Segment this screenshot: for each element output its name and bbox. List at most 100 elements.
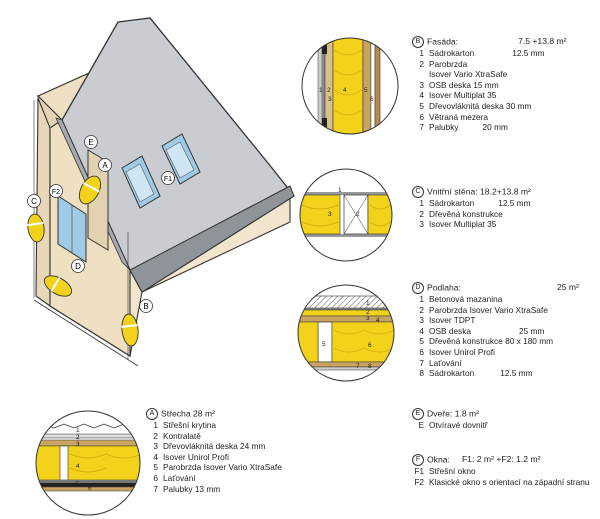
section-item-number: 6 xyxy=(153,472,158,483)
svg-text:B: B xyxy=(143,302,148,311)
section-title: Podlaha: xyxy=(427,282,461,293)
section-item-text: Isover Vario XtraSafe xyxy=(429,69,508,80)
svg-text:8: 8 xyxy=(368,363,372,370)
house-label-f2: F2 xyxy=(49,184,63,198)
svg-text:F1: F1 xyxy=(164,176,172,183)
svg-text:3: 3 xyxy=(366,315,370,322)
house-label-e: E xyxy=(84,135,98,149)
svg-text:3: 3 xyxy=(328,211,332,218)
section-item: 1 Betonová mazanina xyxy=(412,294,579,305)
section-item-number: 6 xyxy=(419,346,424,357)
section-title: Okna: xyxy=(427,454,450,465)
section-item-number: 1 xyxy=(419,198,424,208)
section-item-text: Parobrzda Isover Vario XtraSafe xyxy=(429,304,548,315)
svg-text:4: 4 xyxy=(376,317,380,324)
svg-text:7: 7 xyxy=(356,363,360,370)
svg-text:2: 2 xyxy=(76,434,80,441)
section-item-value: 20 mm xyxy=(482,122,508,133)
svg-text:3: 3 xyxy=(76,441,80,448)
section-item-text: Parobrzda xyxy=(429,58,468,69)
house-label-b: B xyxy=(139,299,153,313)
section-item: 6 Laťování xyxy=(146,473,282,484)
svg-text:6: 6 xyxy=(88,485,92,492)
detail-inner-wall: 1 2 3 xyxy=(299,168,393,262)
house-section-marks xyxy=(27,175,139,347)
house-label-c: C xyxy=(27,194,41,208)
section-item-text: Dřevěná konstrukce 80 x 180 mm xyxy=(429,336,554,347)
svg-text:C: C xyxy=(31,197,37,206)
section-item-number: 3 xyxy=(419,315,424,326)
svg-text:5: 5 xyxy=(322,341,326,348)
section-badge: A xyxy=(146,408,158,420)
section-title: Fasáda: xyxy=(427,36,459,47)
section-item-value: 25 mm xyxy=(518,325,545,336)
section-item-number: 5 xyxy=(419,100,424,111)
section-item-text: Větraná mezera xyxy=(429,111,489,122)
section-item-text: Palubky xyxy=(429,122,459,133)
section-item-text: Isover Multiplat 35 xyxy=(429,219,497,230)
section-area: 7.5 +13.8 m² xyxy=(518,36,567,47)
section-badge: D xyxy=(412,282,424,294)
section-item-number: 8 xyxy=(419,368,424,379)
section-badge: E xyxy=(412,408,424,420)
section-item: Isover Vario XtraSafe xyxy=(412,69,567,80)
section-title: Vnitřní stěna: 18.2+13.8 m² xyxy=(427,186,531,197)
section-badge: C xyxy=(412,186,424,198)
section-item-text: Laťování xyxy=(163,472,196,483)
section-item-number: 3 xyxy=(153,441,158,452)
section-title: Dveře: 1.8 m² xyxy=(427,408,480,419)
section-item-text: Klasické okno s orientací na západní str… xyxy=(429,476,590,487)
section-item: 6 Isover Unirol Profi xyxy=(412,347,579,358)
section-item-text: Sádrokarton xyxy=(429,48,475,58)
section-item-value: 12.5 mm xyxy=(512,48,545,58)
section-item-number: 7 xyxy=(419,357,424,368)
section-item-number: 2 xyxy=(419,304,424,315)
section-item-number: 4 xyxy=(419,325,424,336)
house-label-a: A xyxy=(98,158,112,172)
section-item-number: 6 xyxy=(419,111,424,122)
section-item: 4 OSB deska 25 mm xyxy=(412,326,579,337)
svg-text:D: D xyxy=(75,262,81,271)
svg-text:4: 4 xyxy=(76,463,80,470)
house-labels: E A F2 C F1 D B xyxy=(27,135,175,313)
section-item-number: F2 xyxy=(414,476,424,487)
section-item-number: 1 xyxy=(419,48,424,58)
svg-text:5: 5 xyxy=(364,87,368,94)
marker-disc-d xyxy=(43,275,73,297)
marker-disc-c xyxy=(27,213,45,243)
section-badge: B xyxy=(412,36,424,48)
section-item-text: Betonová mazanina xyxy=(429,294,503,304)
section-item-text: Isover Unirol Profi xyxy=(429,346,495,357)
section-area: F1: 2 m² +F2: 1.2 m² xyxy=(461,454,541,465)
detail-floor: 1 2 3 4 5 6 7 8 xyxy=(297,284,395,382)
svg-text:A: A xyxy=(102,161,108,170)
section-item-text: Otvíravé dovnitř xyxy=(429,420,488,430)
section-item-number: 1 xyxy=(419,294,424,304)
section-item-number: 3 xyxy=(419,79,424,90)
section-item-value: 12.5 mm xyxy=(498,198,531,208)
section-item-text: OSB deska xyxy=(429,325,471,336)
section-item-text: OSB deska 15 mm xyxy=(429,79,499,90)
svg-text:2: 2 xyxy=(366,309,370,316)
svg-text:5: 5 xyxy=(76,481,80,488)
